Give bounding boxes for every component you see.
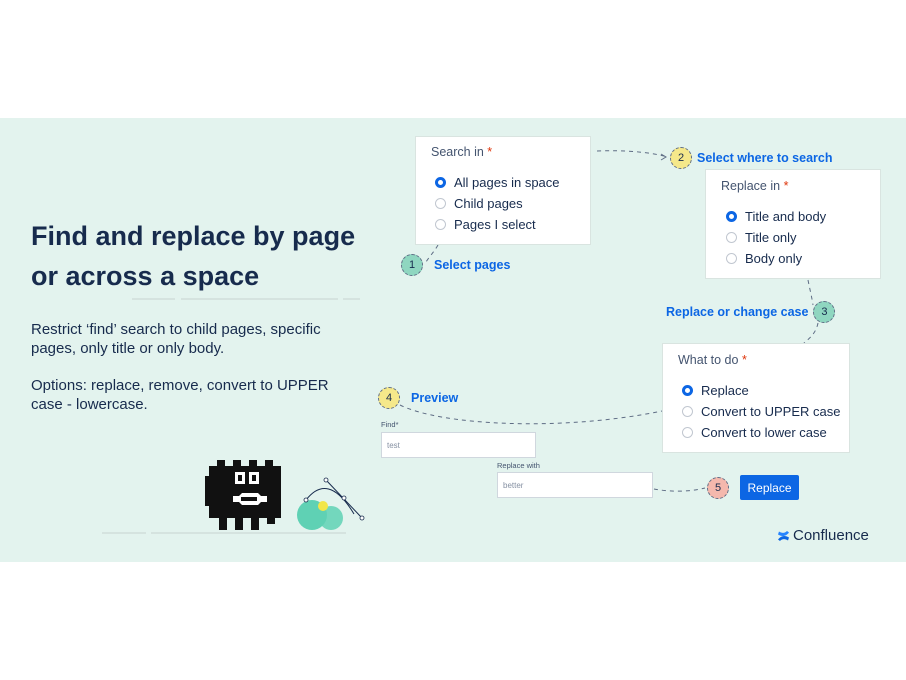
page-headline: Find and replace by page or across a spa…: [31, 216, 381, 296]
description-line: case - lowercase.: [31, 396, 148, 413]
radio-unselected-icon: [726, 253, 737, 264]
radio-pages-i-select[interactable]: Pages I select: [435, 217, 536, 232]
search-in-card: Search in * All pages in space Child pag…: [415, 136, 591, 245]
radio-selected-icon: [682, 385, 693, 396]
radio-child-pages[interactable]: Child pages: [435, 196, 523, 211]
radio-replace[interactable]: Replace: [682, 383, 749, 398]
radio-unselected-icon: [682, 427, 693, 438]
headline-line-2: or across a space: [31, 261, 260, 291]
step-5: 5: [707, 477, 729, 499]
step-2-badge: 2: [670, 147, 692, 169]
radio-unselected-icon: [682, 406, 693, 417]
step-4-preview: 4 Preview: [378, 387, 458, 409]
step-5-badge: 5: [707, 477, 729, 499]
search-in-label: Search in *: [431, 145, 493, 159]
required-mark: *: [783, 179, 789, 193]
radio-title-and-body[interactable]: Title and body: [726, 209, 826, 224]
step-2-label: Select where to search: [697, 151, 833, 165]
replace-in-card: Replace in * Title and body Title only B…: [705, 169, 881, 279]
radio-all-pages-in-space[interactable]: All pages in space: [435, 175, 560, 190]
description-line: pages, only title or only body.: [31, 340, 225, 357]
step-2-select-where-to-search: 2 Select where to search: [670, 147, 832, 169]
required-mark: *: [487, 145, 493, 159]
replace-with-label: Replace with: [497, 461, 540, 470]
step-4-badge: 4: [378, 387, 400, 409]
headline-line-1: Find and replace by page: [31, 221, 356, 251]
radio-unselected-icon: [726, 232, 737, 243]
description-paragraph-2: Options: replace, remove, convert to UPP…: [31, 376, 361, 414]
radio-convert-to-upper-case[interactable]: Convert to UPPER case: [682, 404, 840, 419]
radio-unselected-icon: [435, 219, 446, 230]
description-line: Restrict ‘find’ search to child pages, s…: [31, 321, 321, 338]
brand-name: Confluence: [793, 527, 869, 544]
description-paragraph-1: Restrict ‘find’ search to child pages, s…: [31, 320, 361, 358]
description-line: Options: replace, remove, convert to UPP…: [31, 377, 329, 394]
shapes-illustration-icon: [297, 477, 365, 530]
step-1-select-pages: 1 Select pages: [401, 254, 510, 276]
replace-with-input[interactable]: better: [497, 472, 653, 498]
radio-unselected-icon: [435, 198, 446, 209]
confluence-brand: Confluence: [777, 527, 869, 544]
confluence-logo-icon: [778, 530, 789, 541]
replace-in-label: Replace in *: [721, 179, 789, 193]
robot-illustration-icon: [205, 460, 281, 530]
radio-convert-to-lower-case[interactable]: Convert to lower case: [682, 425, 827, 440]
find-input[interactable]: test: [381, 432, 536, 458]
what-to-do-card: What to do * Replace Convert to UPPER ca…: [662, 343, 850, 453]
radio-selected-icon: [726, 211, 737, 222]
radio-body-only[interactable]: Body only: [726, 251, 802, 266]
step-4-label: Preview: [411, 391, 459, 405]
find-label: Find*: [381, 420, 399, 429]
step-1-label: Select pages: [434, 258, 511, 272]
what-to-do-label: What to do *: [678, 353, 747, 367]
radio-title-only[interactable]: Title only: [726, 230, 797, 245]
step-3-badge: 3: [813, 301, 836, 323]
replace-button[interactable]: Replace: [740, 475, 799, 500]
radio-selected-icon: [435, 177, 446, 188]
step-3-label: Replace or change case: [666, 305, 809, 319]
step-1-badge: 1: [401, 254, 423, 276]
step-3-replace-or-change-case: 3 Replace or change case: [666, 301, 836, 323]
required-mark: *: [741, 353, 747, 367]
